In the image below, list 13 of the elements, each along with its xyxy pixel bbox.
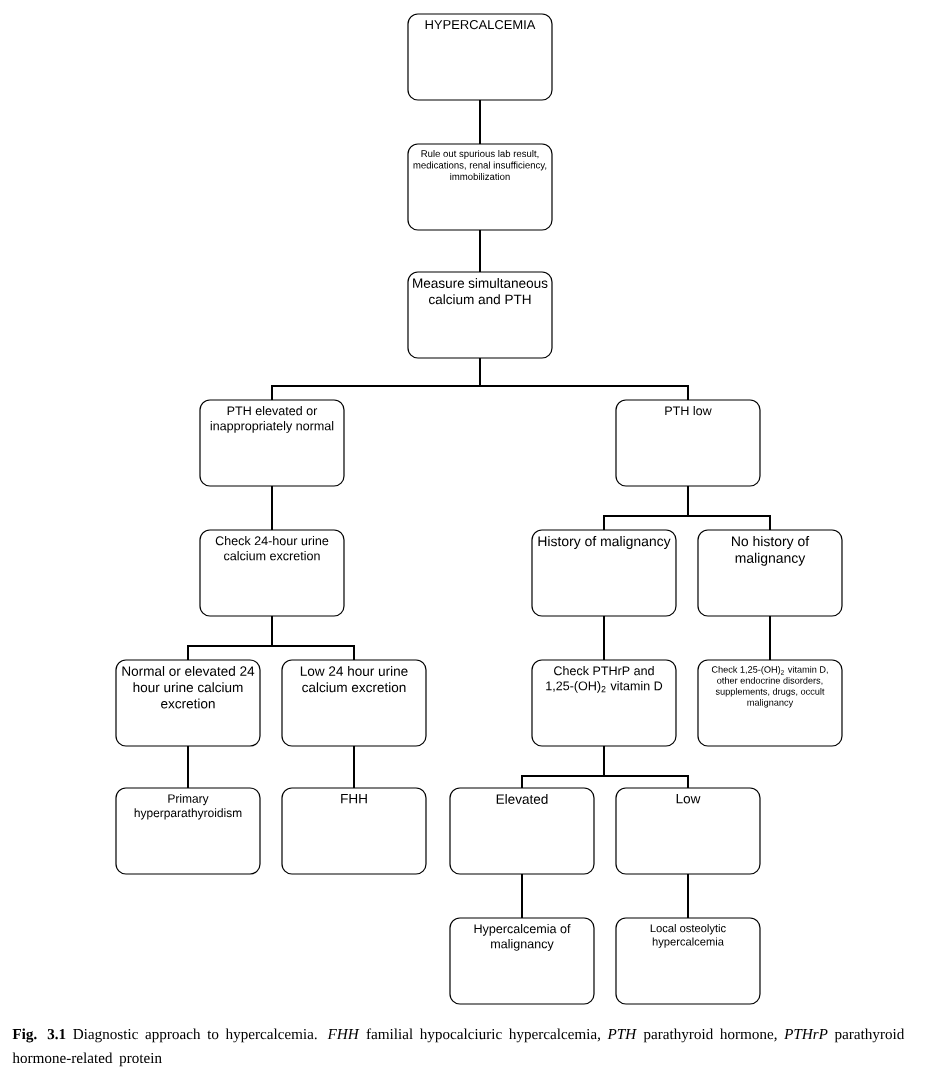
connector-line: [687, 485, 771, 531]
connector-line: [271, 485, 273, 531]
connector-line: [187, 745, 189, 789]
connector-line: [479, 99, 481, 145]
connector-line: [353, 745, 355, 789]
connector-line: [479, 229, 481, 273]
connector-line: [603, 745, 689, 789]
connector-line: [521, 873, 523, 919]
connector-line: [769, 615, 771, 661]
connector-line: [603, 615, 605, 661]
connector-line: [479, 357, 689, 401]
connector-line: [687, 873, 689, 919]
connector-line: [271, 615, 355, 661]
